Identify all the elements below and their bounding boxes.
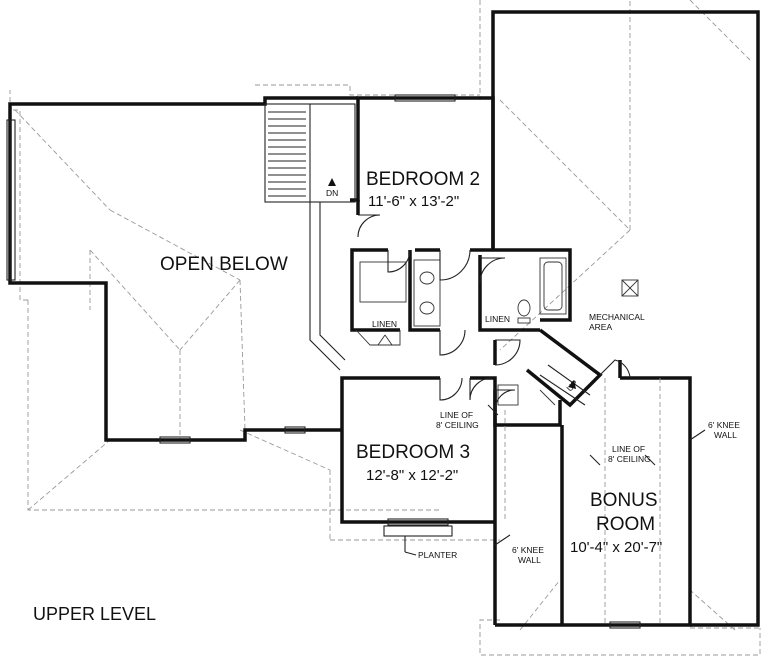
bonus-room-name-1: BONUS <box>590 490 658 511</box>
ceiling-lines <box>487 378 706 625</box>
bedroom2-name: BEDROOM 2 <box>366 169 480 190</box>
plan-labels: OPEN BELOW BEDROOM 2 11'-6" x 13'-2" BED… <box>33 169 740 624</box>
bath-fixtures <box>355 257 567 406</box>
bonus-room-name-2: ROOM <box>596 514 655 535</box>
mechanical-label-2: AREA <box>589 322 612 332</box>
ceiling-label-a-1: LINE OF <box>440 410 473 420</box>
linen-label-right: LINEN <box>485 314 510 324</box>
knee-wall-label-right-2: WALL <box>714 430 737 440</box>
linen-label-left: LINEN <box>372 319 397 329</box>
open-below-label: OPEN BELOW <box>160 254 288 275</box>
mechanical-label-1: MECHANICAL <box>589 312 645 322</box>
windows <box>6 94 641 629</box>
bedroom3-name: BEDROOM 3 <box>356 442 470 463</box>
exterior-walls <box>8 10 760 627</box>
up-stair-marker <box>539 364 591 406</box>
ceiling-label-b-1: LINE OF <box>612 444 645 454</box>
planter-label: PLANTER <box>418 550 457 560</box>
stair-up-label: UP <box>564 378 580 394</box>
level-title: UPPER LEVEL <box>33 604 156 624</box>
door-swings <box>357 214 631 411</box>
knee-wall-label-left-1: 6' KNEE <box>512 545 544 555</box>
bedroom2-size: 11'-6" x 13'-2" <box>368 193 459 210</box>
mechanical-symbol <box>621 279 639 297</box>
stairs <box>264 103 356 371</box>
ceiling-label-a-2: 8' CEILING <box>436 420 479 430</box>
knee-wall-label-left-2: WALL <box>518 555 541 565</box>
bedroom3-size: 12'-8" x 12'-2" <box>366 467 458 484</box>
interior-walls <box>350 200 622 427</box>
stair-down-label: DN <box>326 188 338 198</box>
bonus-room-size: 10'-4" x 20'-7" <box>570 539 662 556</box>
knee-wall-label-right-1: 6' KNEE <box>708 420 740 430</box>
ceiling-label-b-2: 8' CEILING <box>608 454 651 464</box>
